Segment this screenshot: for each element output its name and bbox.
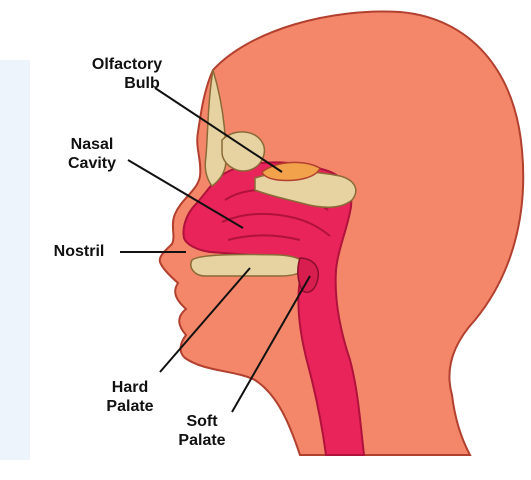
label-nostril-line1: Nostril [42,242,116,261]
label-hard-palate-line1: Hard [98,378,162,397]
label-olfactory-bulb: Olfactory Bulb [78,55,176,93]
frontal-sinus-bone [222,132,264,171]
label-soft-palate-line2: Palate [170,431,234,450]
label-nostril: Nostril [42,242,116,261]
label-soft-palate-line1: Soft [170,412,234,431]
label-hard-palate: Hard Palate [98,378,162,416]
background-tint [0,60,30,460]
hard-palate-bone [191,255,304,276]
label-nasal-cavity-line2: Cavity [52,154,132,173]
label-olfactory-bulb-line1: Olfactory [78,55,176,74]
label-olfactory-bulb-line2: Bulb [78,74,176,93]
label-soft-palate: Soft Palate [170,412,234,450]
label-nasal-cavity-line1: Nasal [52,135,132,154]
label-nasal-cavity: Nasal Cavity [52,135,132,173]
label-hard-palate-line2: Palate [98,397,162,416]
